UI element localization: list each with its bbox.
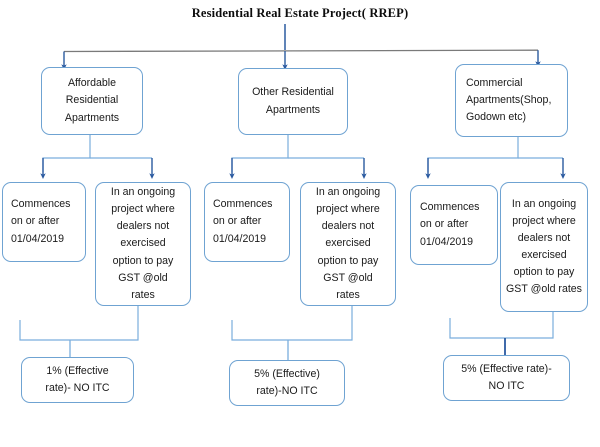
- result-line: rate)- NO ITC: [45, 382, 110, 394]
- merge-commercial: [449, 312, 554, 355]
- merge-affordable: [19, 306, 139, 357]
- result-line: 5% (Effective): [254, 367, 320, 380]
- category-line: Godown etc): [466, 111, 527, 124]
- condition-line: on or after: [420, 218, 469, 231]
- condition-line: In an ongoing: [511, 197, 577, 210]
- result-box-affordable[interactable]: 1% (Effective rate)- NO ITC: [21, 357, 134, 403]
- condition-line: on or after: [11, 215, 60, 228]
- condition-line: In an ongoing: [315, 185, 381, 198]
- condition-line: dealers not: [321, 220, 375, 233]
- condition-line: rates: [131, 288, 155, 301]
- category-line: Apartments(Shop,: [466, 93, 552, 106]
- result-line: rate)-NO ITC: [256, 385, 318, 397]
- condition-line: exercised: [521, 249, 567, 261]
- condition-line: rates: [336, 288, 360, 301]
- condition-box-other-residential-commences[interactable]: Commences on or after 01/04/2019: [204, 182, 290, 262]
- result-line: 5% (Effective rate)-: [461, 362, 552, 375]
- category-box-other-residential[interactable]: Other Residential Apartments: [238, 68, 348, 135]
- result-line: 1% (Effective: [46, 364, 109, 377]
- top-distribution-rail: [63, 49, 539, 53]
- condition-box-commercial-ongoing[interactable]: In an ongoing project where dealers not …: [500, 182, 588, 312]
- condition-line: Commences: [213, 198, 273, 211]
- category-line: Residential: [65, 94, 119, 107]
- result-box-other-residential[interactable]: 5% (Effective) rate)-NO ITC: [229, 360, 345, 406]
- result-line: NO ITC: [488, 380, 525, 392]
- condition-line: option to pay: [513, 266, 575, 279]
- condition-line: GST @old: [118, 271, 168, 284]
- condition-line: exercised: [120, 237, 166, 250]
- condition-line: GST @old rates: [506, 283, 582, 296]
- condition-line: dealers not: [116, 220, 170, 233]
- condition-line: 01/04/2019: [213, 232, 267, 245]
- condition-line: exercised: [325, 237, 371, 250]
- category-box-affordable[interactable]: Affordable Residential Apartments: [41, 67, 143, 135]
- condition-line: In an ongoing: [110, 185, 176, 198]
- condition-line: 01/04/2019: [11, 232, 65, 245]
- condition-line: dealers not: [517, 231, 571, 244]
- condition-line: Commences: [11, 198, 71, 211]
- result-box-commercial[interactable]: 5% (Effective rate)- NO ITC: [443, 355, 570, 401]
- condition-box-commercial-commences[interactable]: Commences on or after 01/04/2019: [410, 185, 498, 265]
- condition-box-other-residential-ongoing[interactable]: In an ongoing project where dealers not …: [300, 182, 396, 306]
- category-box-commercial[interactable]: Commercial Apartments(Shop, Godown etc): [455, 64, 568, 137]
- category-line: Other Residential: [252, 86, 334, 99]
- condition-line: option to pay: [317, 254, 379, 267]
- condition-line: 01/04/2019: [420, 235, 474, 248]
- category-line: Affordable: [67, 77, 117, 90]
- category-line: Apartments: [265, 103, 321, 116]
- condition-box-affordable-commences[interactable]: Commences on or after 01/04/2019: [2, 182, 86, 262]
- condition-line: Commences: [420, 201, 480, 214]
- condition-box-affordable-ongoing[interactable]: In an ongoing project where dealers not …: [95, 182, 191, 306]
- split-other-residential: [229, 135, 367, 179]
- category-line: Commercial: [466, 76, 523, 89]
- split-affordable: [40, 135, 155, 179]
- chart-title: Residential Real Estate Project( RREP): [191, 6, 409, 20]
- condition-line: option to pay: [112, 254, 174, 267]
- split-commercial: [425, 131, 566, 179]
- condition-line: GST @old: [323, 271, 373, 284]
- condition-line: project where: [111, 203, 175, 216]
- merge-other-residential: [231, 306, 353, 360]
- condition-line: project where: [316, 203, 380, 216]
- category-line: Apartments: [64, 111, 120, 124]
- condition-line: on or after: [213, 215, 262, 228]
- condition-line: project where: [512, 214, 576, 227]
